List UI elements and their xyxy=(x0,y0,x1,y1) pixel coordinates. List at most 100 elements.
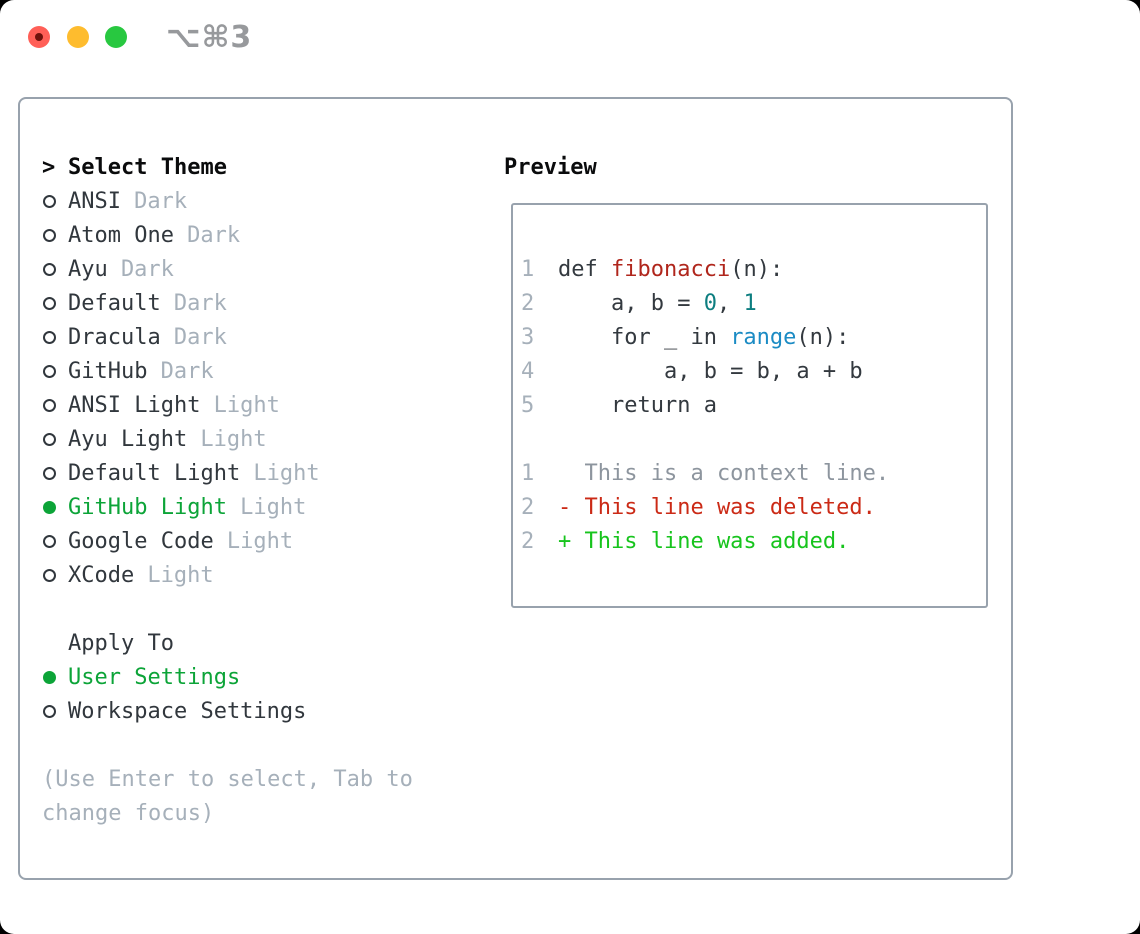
line-number: 2 xyxy=(521,494,535,520)
apply-to-options: User Settings Workspace Settings xyxy=(42,660,413,728)
theme-variant-tag: Light xyxy=(213,392,280,418)
theme-option-label: GitHub xyxy=(68,358,148,384)
theme-option-label: GitHub Light xyxy=(68,494,227,520)
code-text: for _ in range(n): xyxy=(558,325,849,350)
spacer xyxy=(42,592,413,626)
theme-variant-tag: Dark xyxy=(134,188,188,214)
radio-icon xyxy=(42,286,68,320)
theme-option-label: Dracula xyxy=(68,324,161,350)
radio-icon xyxy=(42,456,68,490)
minimize-button[interactable] xyxy=(67,26,89,48)
code-text: a, b = 0, 1 xyxy=(558,291,757,316)
radio-icon xyxy=(42,558,68,592)
radio-icon xyxy=(42,320,68,354)
line-number: 1 xyxy=(521,460,535,486)
code-line: 2 - This line was deleted. xyxy=(521,490,978,524)
theme-option-default[interactable]: Default Dark xyxy=(42,286,413,320)
code-line: 2 + This line was added. xyxy=(521,524,978,558)
theme-option-label: Ayu Light xyxy=(68,426,188,452)
code-segment: a, b = xyxy=(558,290,704,316)
code-segment: - This line was deleted. xyxy=(558,494,876,520)
theme-option-github-light[interactable]: GitHub Light Light xyxy=(42,490,413,524)
apply-to-title: Apply To xyxy=(68,630,174,656)
code-segment: 1 xyxy=(743,290,757,316)
radio-icon xyxy=(42,388,68,422)
code-line: 2 a, b = 0, 1 xyxy=(521,286,978,320)
radio-icon xyxy=(42,694,68,728)
hint-line-2: change focus) xyxy=(42,800,215,826)
theme-option-github[interactable]: GitHub Dark xyxy=(42,354,413,388)
theme-option-label: ANSI xyxy=(68,188,121,214)
preview-title: Preview xyxy=(504,154,597,180)
code-segment: + This line was added. xyxy=(558,528,850,554)
theme-list-header: > Select Theme xyxy=(42,150,413,184)
spacer xyxy=(42,728,413,762)
radio-icon xyxy=(42,184,68,218)
theme-variant-tag: Dark xyxy=(173,324,227,350)
apply-option-workspace-settings[interactable]: Workspace Settings xyxy=(42,694,413,728)
radio-icon xyxy=(42,422,68,456)
theme-option-ansi-light[interactable]: ANSI Light Light xyxy=(42,388,413,422)
close-button[interactable] xyxy=(28,26,50,48)
apply-option-label: User Settings xyxy=(68,664,241,690)
radio-icon xyxy=(42,524,68,558)
code-text: - This line was deleted. xyxy=(558,495,876,520)
code-segment: 0 xyxy=(703,290,717,316)
code-segment: , xyxy=(716,290,744,316)
line-number: 2 xyxy=(521,528,535,554)
selection-chevron-icon: > xyxy=(42,154,56,180)
hint-line-1: (Use Enter to select, Tab to xyxy=(42,766,413,792)
code-segment: def xyxy=(558,256,611,282)
radio-icon xyxy=(42,354,68,388)
theme-variant-tag: Light xyxy=(240,494,307,520)
theme-variant-tag: Dark xyxy=(160,358,214,384)
radio-icon xyxy=(42,218,68,252)
code-segment: (n): xyxy=(730,256,784,282)
theme-option-atom-one[interactable]: Atom One Dark xyxy=(42,218,413,252)
code-line: 3 for _ in range(n): xyxy=(521,320,978,354)
theme-option-dracula[interactable]: Dracula Dark xyxy=(42,320,413,354)
code-line: 1 This is a context line. xyxy=(521,456,978,490)
code-segment: This is a context line. xyxy=(558,460,890,486)
code-line: 5 return a xyxy=(521,388,978,422)
code-segment: (n): xyxy=(796,324,850,350)
theme-variant-tag: Dark xyxy=(187,222,241,248)
theme-option-label: Atom One xyxy=(68,222,174,248)
code-text: + This line was added. xyxy=(558,529,849,554)
apply-option-label: Workspace Settings xyxy=(68,698,307,724)
theme-option-label: Default xyxy=(68,290,161,316)
window-shortcut-label: ⌥⌘3 xyxy=(166,20,253,55)
code-text: return a xyxy=(558,393,717,418)
code-segment: range xyxy=(730,324,797,350)
line-number: 3 xyxy=(521,324,535,350)
theme-list-title: Select Theme xyxy=(68,154,227,180)
code-text: This is a context line. xyxy=(558,461,889,486)
apply-to-indent xyxy=(42,626,68,660)
line-number: 1 xyxy=(521,256,535,282)
code-line: 4 a, b = b, a + b xyxy=(521,354,978,388)
line-number: 5 xyxy=(521,392,535,418)
theme-option-label: Default Light xyxy=(68,460,241,486)
theme-variant-tag: Dark xyxy=(120,256,174,282)
theme-variant-tag: Dark xyxy=(173,290,227,316)
code-segment: a, b = b, a + b xyxy=(558,358,863,384)
theme-option-label: ANSI Light xyxy=(68,392,201,418)
theme-variant-tag: Light xyxy=(226,528,294,554)
radio-icon xyxy=(42,490,68,524)
radio-icon xyxy=(42,660,68,694)
zoom-button[interactable] xyxy=(105,26,127,48)
code-segment: return a xyxy=(558,392,717,418)
theme-variant-tag: Light xyxy=(147,562,214,588)
radio-icon xyxy=(42,252,68,286)
theme-option-ansi[interactable]: ANSI Dark xyxy=(42,184,413,218)
apply-option-user-settings[interactable]: User Settings xyxy=(42,660,413,694)
